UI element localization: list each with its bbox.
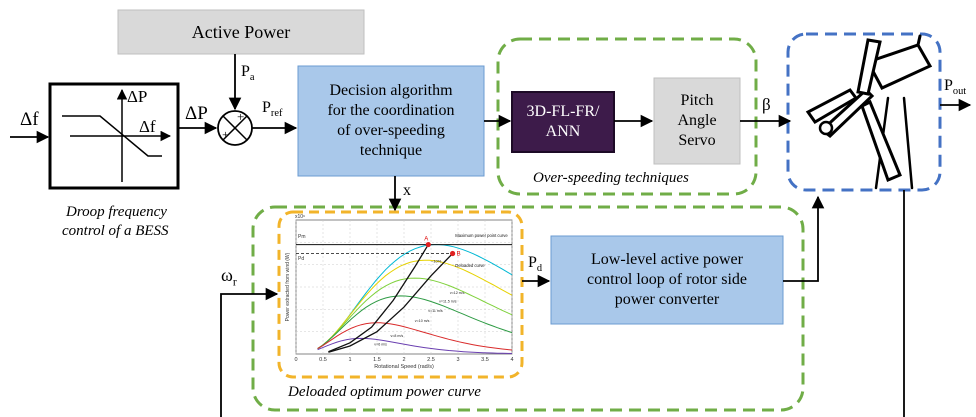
summing-junction [217, 110, 253, 146]
wind-turbine-icon [805, 34, 933, 190]
deloaded-power-chart: 0 0.5 1 1.5 2 2.5 3 3.5 4 x10⁶ Rotational Speed (r… [285, 214, 514, 370]
chart-mppt-annotation: Maximum power point curve [455, 233, 508, 238]
chart-x-tick-label: 1 [348, 357, 351, 363]
chart-series-line [317, 295, 513, 350]
chart-x-tick-label: 2 [402, 357, 405, 363]
chart-speed-label: v=6 m/s [374, 342, 387, 346]
chart-x-tick-label: 2.5 [427, 357, 435, 363]
chart-x-tick-label: 0 [294, 357, 297, 363]
chart-speed-label: v=10 m/s [415, 319, 430, 323]
chart-x-axis-label: Rotational Speed (rad/s) [374, 364, 434, 370]
chart-point-a-label: A [424, 237, 428, 243]
chart-x-tick-label: 3.5 [481, 357, 489, 363]
chart-pm-label: Pm [298, 234, 306, 240]
chart-point-b-label: B [457, 252, 461, 258]
deloaded-group [251, 205, 805, 412]
chart-x-tick-label: 3 [456, 357, 459, 363]
chart-x-tick-label: 0.5 [319, 357, 327, 363]
chart-deloaded-annotation: Deloaded curve [455, 263, 485, 268]
chart-speed-label: v=8 m/s [391, 334, 404, 338]
chart-series-line [317, 259, 513, 350]
active-power-box [117, 9, 365, 55]
chart-y-exponent: x10⁶ [295, 214, 305, 220]
decision-box [297, 65, 485, 177]
chart-speed-label: v=11 m/s [428, 309, 443, 313]
droop-characteristic [62, 88, 172, 182]
turbine-group [786, 32, 942, 192]
controller-box [511, 91, 615, 153]
chart-y-axis-label: Power extracted from wind (W) [285, 252, 291, 321]
chart-pd-label: Pd [298, 256, 304, 262]
low-level-box [550, 235, 784, 325]
chart-deloaded-curve [328, 253, 454, 353]
over-speeding-group [496, 37, 758, 196]
chart-frame [277, 210, 524, 379]
chart-mppt-curve [328, 244, 429, 353]
servo-box [653, 77, 741, 165]
chart-percent-label: ~10% [431, 258, 442, 263]
chart-x-tick-label: 4 [510, 357, 513, 363]
chart-series-line [317, 322, 513, 351]
chart-point-a [425, 241, 431, 248]
chart-x-tick-label: 1.5 [373, 357, 381, 363]
connectors [10, 54, 972, 417]
chart-speed-label: v=12 m/s [450, 291, 465, 295]
chart-speed-label: v=11.5 m/s [439, 299, 457, 303]
chart-series-line [317, 337, 513, 354]
chart-series-line [317, 277, 513, 350]
chart-point-b [450, 250, 456, 257]
